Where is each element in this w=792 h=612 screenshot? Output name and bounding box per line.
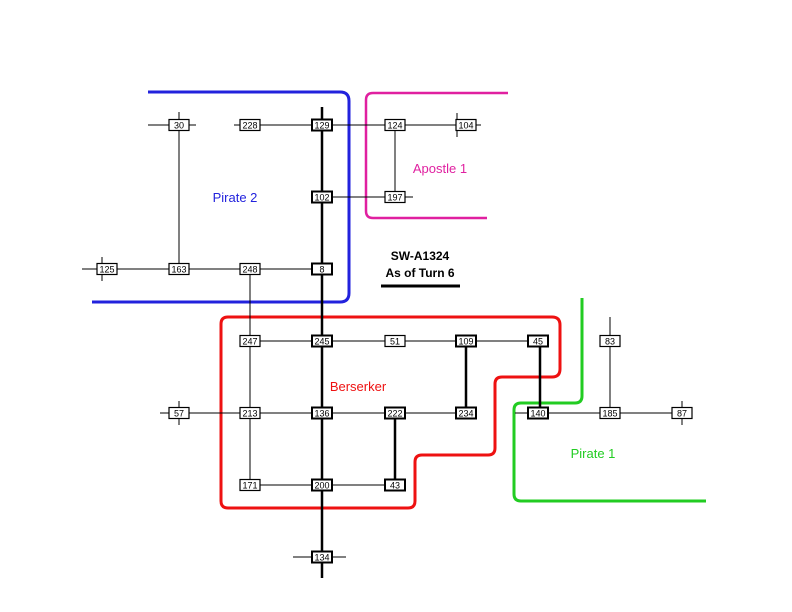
map-title: SW-A1324 (391, 249, 450, 263)
node-box (239, 478, 261, 492)
star-node-102[interactable]: 102 (311, 190, 333, 204)
star-node-129[interactable]: 129 (311, 118, 333, 132)
node-box (384, 334, 406, 348)
node-box (311, 334, 333, 348)
pirate1-boundary (512, 298, 706, 503)
star-node-222[interactable]: 222 (384, 406, 406, 420)
node-layer: 30 228 129 124 104 102 197 125 163 248 8 247 245 51 10… (96, 118, 693, 564)
region-label-pirate1: Pirate 1 (571, 446, 616, 461)
star-node-51[interactable]: 51 (384, 334, 406, 348)
star-node-140[interactable]: 140 (527, 406, 549, 420)
node-box (168, 262, 190, 276)
node-label: 197 (387, 192, 402, 202)
node-label: 134 (314, 552, 329, 562)
node-label: 140 (530, 408, 545, 418)
node-label: 83 (605, 336, 615, 346)
node-label: 247 (242, 336, 257, 346)
node-box (455, 406, 477, 420)
node-label: 104 (458, 120, 473, 130)
star-node-83[interactable]: 83 (599, 334, 621, 348)
node-label: 43 (390, 480, 400, 490)
node-box (384, 478, 406, 492)
star-node-124[interactable]: 124 (384, 118, 406, 132)
node-label: 213 (242, 408, 257, 418)
node-label: 129 (314, 120, 329, 130)
node-box (311, 118, 333, 132)
node-box (239, 262, 261, 276)
region-label-pirate2: Pirate 2 (213, 190, 258, 205)
node-box (168, 406, 190, 420)
node-label: 234 (458, 408, 473, 418)
star-node-228[interactable]: 228 (239, 118, 261, 132)
star-node-125[interactable]: 125 (96, 262, 118, 276)
star-node-247[interactable]: 247 (239, 334, 261, 348)
star-node-185[interactable]: 185 (599, 406, 621, 420)
node-label: 51 (390, 336, 400, 346)
node-label: 30 (174, 120, 184, 130)
node-box (671, 406, 693, 420)
star-node-104[interactable]: 104 (455, 118, 477, 132)
node-box (527, 334, 549, 348)
star-node-163[interactable]: 163 (168, 262, 190, 276)
star-node-57[interactable]: 57 (168, 406, 190, 420)
star-node-200[interactable]: 200 (311, 478, 333, 492)
node-label: 200 (314, 480, 329, 490)
region-label-berserker: Berserker (330, 379, 387, 394)
star-node-136[interactable]: 136 (311, 406, 333, 420)
node-box (455, 118, 477, 132)
star-node-43[interactable]: 43 (384, 478, 406, 492)
node-box (384, 118, 406, 132)
star-node-109[interactable]: 109 (455, 334, 477, 348)
node-label: 125 (99, 264, 114, 274)
star-node-30[interactable]: 30 (168, 118, 190, 132)
node-label: 8 (319, 264, 324, 274)
node-box (599, 334, 621, 348)
node-box (168, 118, 190, 132)
node-label: 45 (533, 336, 543, 346)
node-label: 124 (387, 120, 402, 130)
star-node-213[interactable]: 213 (239, 406, 261, 420)
star-node-245[interactable]: 245 (311, 334, 333, 348)
node-label: 102 (314, 192, 329, 202)
node-box (96, 262, 118, 276)
star-node-45[interactable]: 45 (527, 334, 549, 348)
node-box (527, 406, 549, 420)
star-node-134[interactable]: 134 (311, 550, 333, 564)
node-box (311, 550, 333, 564)
node-box (239, 406, 261, 420)
star-node-197[interactable]: 197 (384, 190, 406, 204)
star-node-234[interactable]: 234 (455, 406, 477, 420)
map-subtitle: As of Turn 6 (385, 266, 454, 280)
node-label: 248 (242, 264, 257, 274)
star-node-171[interactable]: 171 (239, 478, 261, 492)
node-box (311, 190, 333, 204)
node-box (311, 262, 333, 276)
node-label: 136 (314, 408, 329, 418)
berserker-boundary (219, 315, 562, 510)
node-label: 109 (458, 336, 473, 346)
node-label: 171 (242, 480, 257, 490)
star-node-8[interactable]: 8 (311, 262, 333, 276)
apostle1-boundary (364, 91, 508, 220)
star-node-248[interactable]: 248 (239, 262, 261, 276)
node-box (384, 190, 406, 204)
node-box (384, 406, 406, 420)
node-label: 163 (171, 264, 186, 274)
node-box (455, 334, 477, 348)
star-node-87[interactable]: 87 (671, 406, 693, 420)
node-box (311, 406, 333, 420)
node-box (311, 478, 333, 492)
node-label: 87 (677, 408, 687, 418)
node-box (239, 334, 261, 348)
node-label: 222 (387, 408, 402, 418)
node-label: 57 (174, 408, 184, 418)
node-box (599, 406, 621, 420)
region-label-apostle1: Apostle 1 (413, 161, 467, 176)
node-label: 245 (314, 336, 329, 346)
node-box (239, 118, 261, 132)
node-label: 228 (242, 120, 257, 130)
node-label: 185 (602, 408, 617, 418)
